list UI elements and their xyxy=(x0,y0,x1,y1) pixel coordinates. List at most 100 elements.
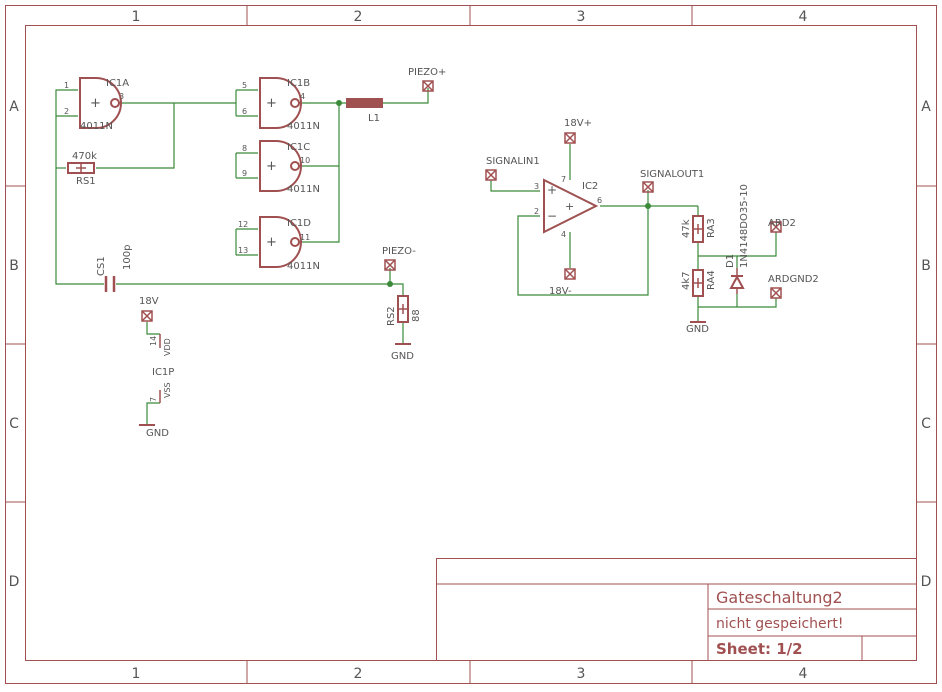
net-ard2: ARD2 xyxy=(768,218,796,229)
resistor-ra4 xyxy=(692,269,704,297)
col-label-top-2: 2 xyxy=(354,9,363,25)
connector-piezo-plus xyxy=(422,80,434,92)
svg-text:+: + xyxy=(565,200,574,213)
col-label-top-3: 3 xyxy=(577,9,586,25)
connector-18v xyxy=(141,310,153,322)
ic1c-pin9: 9 xyxy=(242,169,247,178)
title-block: Gateschaltung2 nicht gespeichert! Sheet:… xyxy=(436,558,917,661)
svg-text:+: + xyxy=(266,159,277,174)
ic1d-pin11: 11 xyxy=(300,233,310,242)
cs1-name: CS1 xyxy=(96,256,107,276)
drawing-title: Gateschaltung2 xyxy=(716,588,843,607)
ic1a-pin1: 1 xyxy=(64,81,69,90)
junction-dot xyxy=(645,203,651,209)
connector-piezo-minus xyxy=(384,259,396,271)
ic1d-value: 4011N xyxy=(287,261,320,272)
row-label-right-a: A xyxy=(921,99,931,115)
ic2-pin2: 2 xyxy=(534,207,539,216)
net-gnd-rs2: GND xyxy=(391,351,414,362)
resistor-rs1 xyxy=(67,162,95,174)
rs1-value: 470k xyxy=(72,151,97,162)
ic2-pin4: 4 xyxy=(561,230,566,239)
nand-gate-ic1b: + xyxy=(259,77,302,129)
net-18v: 18V xyxy=(139,296,159,307)
net-gnd-ra4: GND xyxy=(686,324,709,335)
ic2-name: IC2 xyxy=(582,181,598,192)
ic1d-pin13: 13 xyxy=(238,246,248,255)
ic2-pin6: 6 xyxy=(597,196,602,205)
connector-ardgnd2 xyxy=(770,287,782,299)
ic2-pin7: 7 xyxy=(561,175,566,184)
connector-ard2 xyxy=(770,221,782,233)
save-status: nicht gespeichert! xyxy=(716,616,844,632)
net-ardgnd2: ARDGND2 xyxy=(768,274,819,285)
ic1b-pin4: 4 xyxy=(300,92,305,101)
ic1b-value: 4011N xyxy=(287,121,320,132)
opamp-ic2: + − + xyxy=(543,178,599,234)
net-18v-plus: 18V+ xyxy=(564,118,592,129)
row-label-left-b: B xyxy=(9,258,19,274)
col-label-bottom-1: 1 xyxy=(132,666,141,682)
row-label-right-c: C xyxy=(921,416,931,432)
cs1-value: 100p xyxy=(122,245,133,270)
rs1-name: RS1 xyxy=(76,176,96,187)
ic1d-pin12: 12 xyxy=(238,220,248,229)
d1-name: D1 xyxy=(725,254,736,268)
col-label-top-4: 4 xyxy=(799,9,808,25)
junction-dot xyxy=(336,100,342,106)
inductor-l1 xyxy=(346,98,383,108)
ic1p-vdd: VDD xyxy=(163,338,172,356)
col-label-bottom-3: 3 xyxy=(577,666,586,682)
connector-signalout1 xyxy=(642,181,654,193)
ic1b-pin6: 6 xyxy=(242,107,247,116)
ic1p-name: IC1P xyxy=(152,367,174,378)
row-label-left-c: C xyxy=(9,416,19,432)
resistor-rs2 xyxy=(397,295,409,323)
row-label-right-b: B xyxy=(921,258,931,274)
outer-frame xyxy=(5,5,937,684)
l1-name: L1 xyxy=(368,113,380,124)
svg-text:−: − xyxy=(547,209,557,223)
ic1a-name: IC1A xyxy=(106,78,129,89)
net-signalin1: SIGNALIN1 xyxy=(486,156,540,167)
ra4-value: 4k7 xyxy=(681,271,692,290)
col-label-top-1: 1 xyxy=(132,9,141,25)
ic2-pin3: 3 xyxy=(534,182,539,191)
net-gnd-ic1p: GND xyxy=(146,428,169,439)
inner-frame xyxy=(25,25,917,661)
ic1p-vss: VSS xyxy=(163,382,172,398)
nand-gate-ic1c: + xyxy=(259,140,302,192)
svg-text:+: + xyxy=(547,183,557,197)
connector-signalin1 xyxy=(485,169,497,181)
resistor-ra3 xyxy=(692,215,704,243)
connector-18v-plus xyxy=(564,132,576,144)
ic1a-value: 4011N xyxy=(80,121,113,132)
ic1b-pin5: 5 xyxy=(242,81,247,90)
ra4-name: RA4 xyxy=(706,270,717,290)
ra3-name: RA3 xyxy=(706,218,717,238)
net-signalout1: SIGNALOUT1 xyxy=(640,169,704,180)
ic1p-pin14: 14 xyxy=(149,336,158,346)
svg-text:+: + xyxy=(90,96,101,111)
ic1d-name: IC1D xyxy=(287,218,311,229)
row-label-left-a: A xyxy=(9,99,19,115)
rs2-value: 88 xyxy=(411,309,422,322)
diode-d1 xyxy=(729,268,745,294)
rs2-name: RS2 xyxy=(386,306,397,326)
net-18v-minus: 18V- xyxy=(549,286,572,297)
col-label-bottom-4: 4 xyxy=(799,666,808,682)
ic1c-pin8: 8 xyxy=(242,144,247,153)
col-label-bottom-2: 2 xyxy=(354,666,363,682)
ra3-value: 47k xyxy=(681,219,692,238)
ic1c-name: IC1C xyxy=(287,142,310,153)
ic1a-pin2: 2 xyxy=(64,107,69,116)
capacitor-cs1 xyxy=(104,276,116,292)
connector-18v-minus xyxy=(564,268,576,280)
svg-text:+: + xyxy=(266,96,277,111)
ic1b-name: IC1B xyxy=(287,78,310,89)
ic1c-pin10: 10 xyxy=(300,156,310,165)
nand-gate-ic1a: + xyxy=(79,77,122,129)
sheet-number: Sheet: 1/2 xyxy=(716,640,803,658)
d1-value: 1N4148DO35-10 xyxy=(739,184,750,268)
